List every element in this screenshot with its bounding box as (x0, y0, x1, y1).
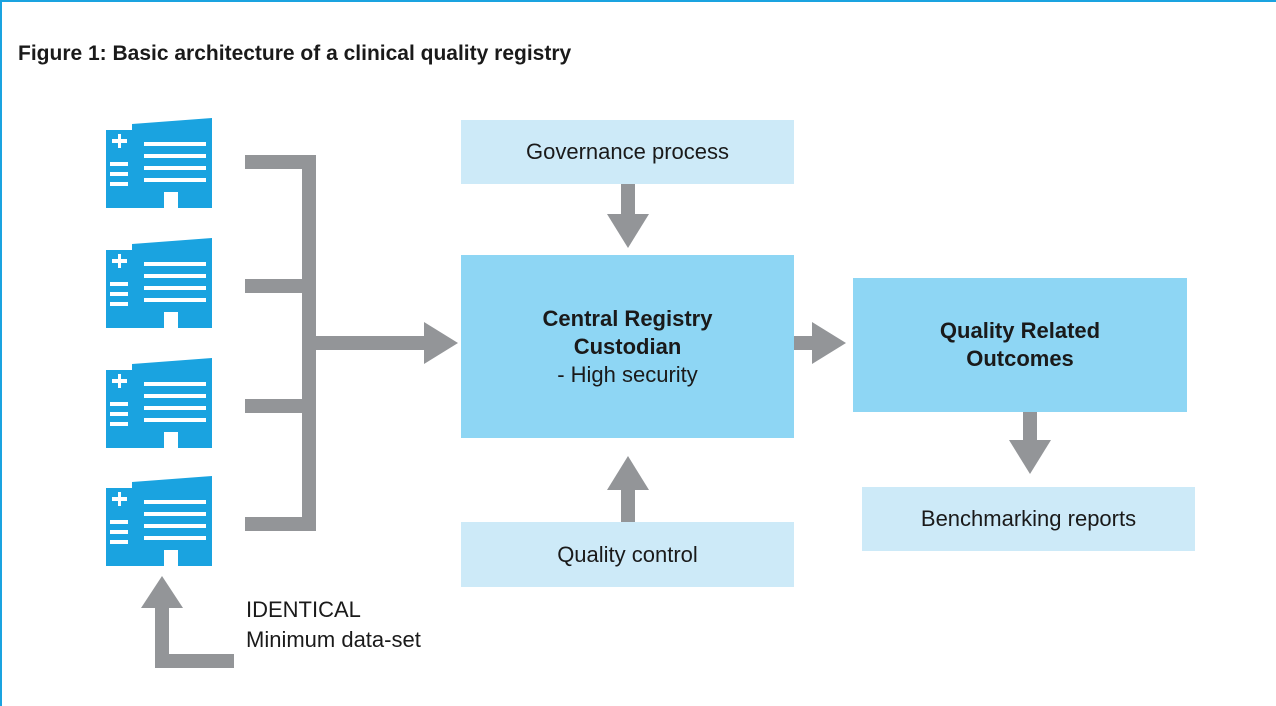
quality-outcomes-box: Quality Related Outcomes (853, 278, 1187, 412)
governance-process-label: Governance process (526, 139, 729, 164)
hospital-building-icon (106, 358, 212, 448)
arrow-governance-down (607, 214, 649, 248)
hospital-building-icon (106, 118, 212, 208)
arrow-quality-control-up (607, 456, 649, 490)
central-registry-title-line2: Custodian (573, 333, 682, 359)
governance-process-box: Governance process (461, 120, 794, 184)
benchmarking-reports-label: Benchmarking reports (920, 506, 1137, 531)
quality-outcomes-line1: Quality Related (939, 318, 1101, 343)
caption-line2: Minimum data-set (246, 627, 421, 652)
minimum-dataset-caption: IDENTICAL Minimum data-set (246, 595, 421, 655)
benchmarking-reports-box: Benchmarking reports (862, 487, 1195, 551)
arrow-outcomes-down (1009, 440, 1051, 474)
arrow-to-central (424, 322, 458, 364)
quality-outcomes-line2: Outcomes (966, 346, 1074, 371)
central-registry-title-line1: Central Registry (542, 305, 713, 331)
arrow-to-outcomes (812, 322, 846, 364)
figure-title: Figure 1: Basic architecture of a clinic… (18, 42, 572, 65)
hospital-building-icon (106, 476, 212, 566)
quality-control-label: Quality control (557, 541, 698, 567)
caption-line1: IDENTICAL (246, 597, 361, 622)
quality-control-box: Quality control (461, 522, 794, 587)
central-registry-box: Central Registry Custodian - High securi… (461, 255, 794, 438)
arrow-identical-up (141, 576, 183, 608)
hospital-building-icon (106, 238, 212, 328)
central-registry-subtitle: - High security (557, 361, 698, 387)
